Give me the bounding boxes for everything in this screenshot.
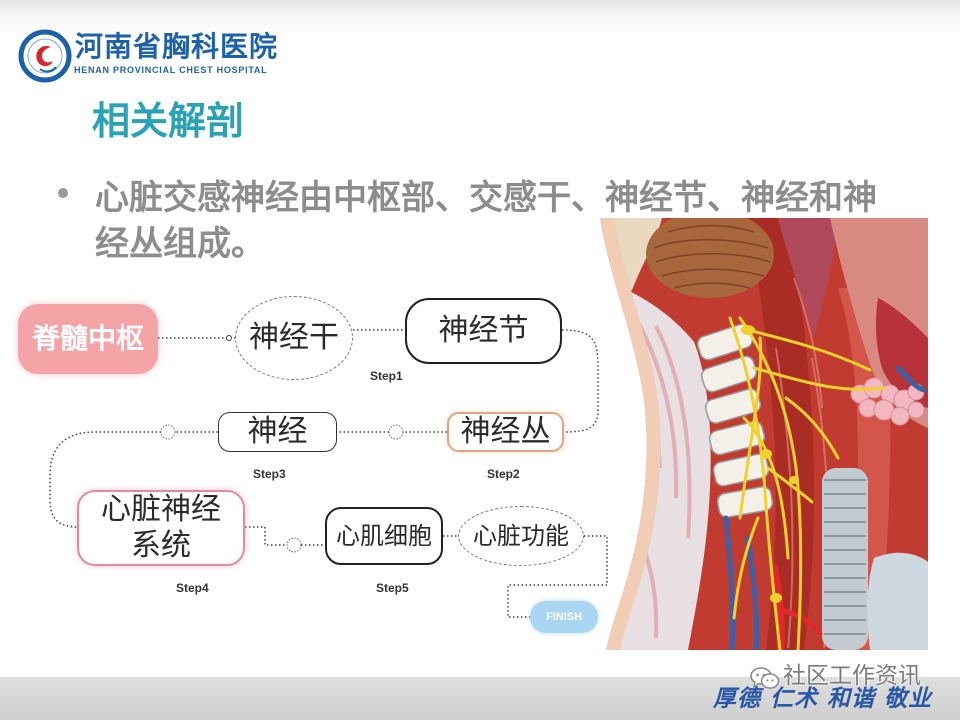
flow-node-spinal-center: 脊髓中枢 <box>18 304 158 374</box>
flow-node-plexus: 神经丛 <box>447 412 564 452</box>
step-label: Step3 <box>253 467 286 481</box>
carotid-branch <box>777 607 823 637</box>
footer-bar <box>0 677 960 720</box>
hospital-emblem-icon <box>18 29 72 83</box>
slide-title: 相关解剖 <box>92 99 245 143</box>
wechat-icon <box>750 667 780 689</box>
connector-function-to-finish <box>507 535 608 618</box>
bullet-text: 心脏交感神经由中枢部、交感干、神经节、神经和神经丛组成。 <box>95 178 877 264</box>
skin-edge <box>600 218 661 650</box>
flow-node-nerve-trunk: 神经干 <box>235 296 353 380</box>
step-label: Step1 <box>370 369 403 383</box>
connector-joint <box>286 537 302 553</box>
connector-joint <box>160 424 176 440</box>
cerebellum <box>646 218 774 298</box>
bullet-marker <box>58 188 68 198</box>
connector-dot <box>226 335 232 341</box>
step-label: Step5 <box>376 581 409 595</box>
trachea <box>822 468 868 650</box>
connector-joint <box>388 424 404 440</box>
flow-node-cardiac-nervous-system: 心脏神经系统 <box>77 490 245 566</box>
anatomy-illustration <box>600 218 928 650</box>
thyroid-region <box>867 552 928 650</box>
hospital-name-cn: 河南省胸科医院 <box>75 30 279 63</box>
cervical-vertebrae <box>696 323 774 518</box>
flow-node-myocyte: 心肌细胞 <box>325 507 443 565</box>
flow-node-ganglion: 神经节 <box>405 298 562 364</box>
connector-ganglion-to-plexus <box>561 329 599 433</box>
watermark-text: 社区工作资讯 <box>783 663 921 689</box>
hospital-name-en: HENAN PROVINCIAL CHEST HOSPITAL <box>74 65 268 75</box>
flow-node-nerve: 神经 <box>218 412 337 452</box>
flow-finish-badge: FINISH <box>530 601 598 633</box>
veins <box>723 365 927 650</box>
mandible-region <box>875 298 928 408</box>
flow-node-cardiac-nervous-system-label: 心脏神经系统 <box>101 492 221 563</box>
hospital-motto: 厚德 仁术 和谐 敬业 <box>713 685 933 712</box>
flow-node-cardiac-function: 心脏功能 <box>458 506 584 566</box>
step-label: Step4 <box>176 581 209 595</box>
connector-nerve-to-system <box>49 431 218 528</box>
step-label: Step2 <box>487 467 520 481</box>
connector-system-to-myocyte <box>245 526 325 546</box>
nerve-ganglia <box>741 325 799 603</box>
